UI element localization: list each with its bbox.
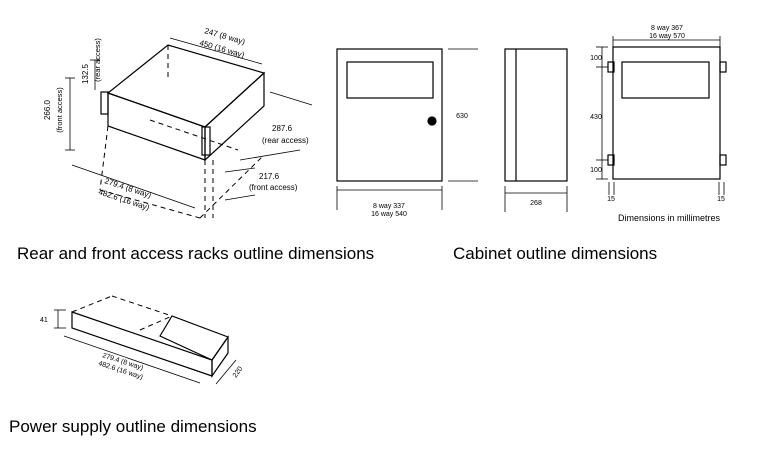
psu-side-face: [211, 335, 229, 378]
rack-rear-height-note: (rear access): [93, 38, 102, 82]
rack-front-face: [107, 92, 206, 161]
rack-front-height-note: (front access): [55, 87, 64, 133]
cabinet-side-body: [504, 48, 568, 182]
cabinet-width-16-label: 16 way 540: [371, 211, 407, 218]
cabinet-caption: Cabinet outline dimensions: [453, 244, 658, 263]
rack-rear-depth-value: 287.6: [272, 124, 293, 133]
cabinet-window: [346, 61, 434, 99]
rack-front-depth-value: 217.6: [259, 172, 280, 181]
cabinet-right-offset-label: 15: [717, 196, 725, 203]
rack-side-face: [204, 71, 265, 162]
racks-caption: Rear and front access racks outline dime…: [17, 244, 375, 263]
cabinet-mount-spacing-label: 430: [590, 114, 602, 121]
rack-front-height-value: 266.0: [43, 99, 52, 120]
power-caption: Power supply outline dimensions: [9, 417, 257, 436]
cabinet-depth-label: 268: [530, 200, 542, 207]
cabinet-width-8-label: 8 way 337: [373, 203, 405, 210]
cabinet-height-label: 630: [456, 113, 468, 120]
cabinet-rear-drawing: [596, 36, 727, 195]
rack-rear-depth-note: (rear access): [262, 136, 309, 145]
rack-drawing: [65, 37, 313, 219]
power-supply-drawing: [54, 295, 237, 385]
cabinet-mount-width-8-label: 8 way 367: [651, 25, 683, 32]
cabinet-top-offset-label: 100: [590, 55, 602, 62]
cabinet-rear-window: [621, 61, 710, 99]
mount-bracket-tr: [719, 61, 727, 73]
cabinet-rear-body: [612, 46, 721, 180]
rack-rear-height-value: 132.5: [81, 63, 90, 84]
psu-height-label: 41: [40, 317, 48, 324]
cabinet-front-drawing: [336, 48, 478, 210]
rack-right-flange: [201, 126, 211, 156]
rack-front-depth-note: (front access): [249, 183, 298, 192]
psu-depth-label: 220: [232, 365, 244, 379]
cabinet-mount-width-16-label: 16 way 570: [649, 33, 685, 40]
rack-left-flange: [100, 91, 109, 115]
cabinet-bottom-offset-label: 100: [590, 167, 602, 174]
cabinet-side-drawing: [504, 48, 568, 212]
cabinet-lock: [427, 116, 437, 126]
cabinet-front-body: [336, 48, 443, 182]
cabinet-left-offset-label: 15: [607, 196, 615, 203]
units-note: Dimensions in millimetres: [618, 213, 721, 223]
mount-bracket-br: [719, 154, 727, 166]
